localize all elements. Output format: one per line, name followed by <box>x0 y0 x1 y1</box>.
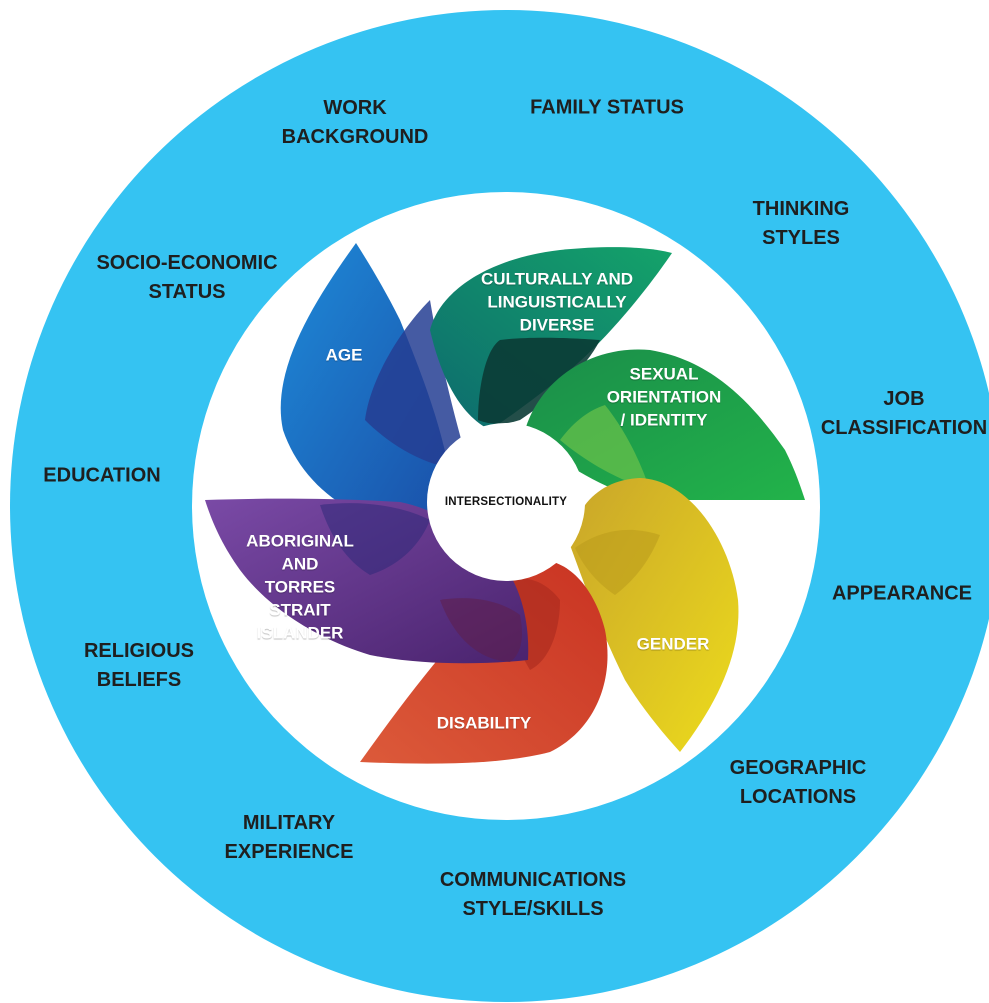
label-appearance: APPEARANCE <box>831 582 973 605</box>
label-education: EDUCATION <box>43 464 161 487</box>
label-family-status: FAMILY STATUS <box>530 96 684 119</box>
label-disability: DISABILITY <box>436 713 532 733</box>
label-sexual-orientation: SEXUAL ORIENTATION / IDENTITY <box>606 364 722 430</box>
label-thinking-styles: THINKING STYLES <box>752 198 850 249</box>
label-age: AGE <box>325 345 363 365</box>
label-communications-style: COMMUNICATIONS STYLE/SKILLS <box>439 869 627 920</box>
label-cald: CULTURALLY AND LINGUISTICALLY DIVERSE <box>480 269 634 335</box>
label-gender: GENDER <box>636 634 710 654</box>
label-geographic-locations: GEOGRAPHIC LOCATIONS <box>729 757 867 808</box>
label-socio-economic-status: SOCIO-ECONOMIC STATUS <box>96 252 278 303</box>
label-military-experience: MILITARY EXPERIENCE <box>224 812 354 863</box>
label-job-classification: JOB CLASSIFICATION <box>820 388 988 439</box>
petal-age <box>280 243 451 529</box>
petal-sexual-shade <box>560 405 650 490</box>
petal-atsi-shade <box>320 503 430 575</box>
petal-age-shade <box>365 300 470 470</box>
petal-cald-shade <box>478 337 600 424</box>
label-aboriginal-torres-strait: ABORIGINAL AND TORRES STRAIT ISLANDER <box>246 531 354 643</box>
petal-gender-shade <box>575 529 660 595</box>
label-work-background: WORK BACKGROUND <box>281 97 429 148</box>
center-label: INTERSECTIONALITY <box>444 496 568 508</box>
center-circle <box>427 423 585 581</box>
label-religious-beliefs: RELIGIOUS BELIEFS <box>83 640 195 691</box>
petal-atsi-shade-2 <box>440 598 522 662</box>
